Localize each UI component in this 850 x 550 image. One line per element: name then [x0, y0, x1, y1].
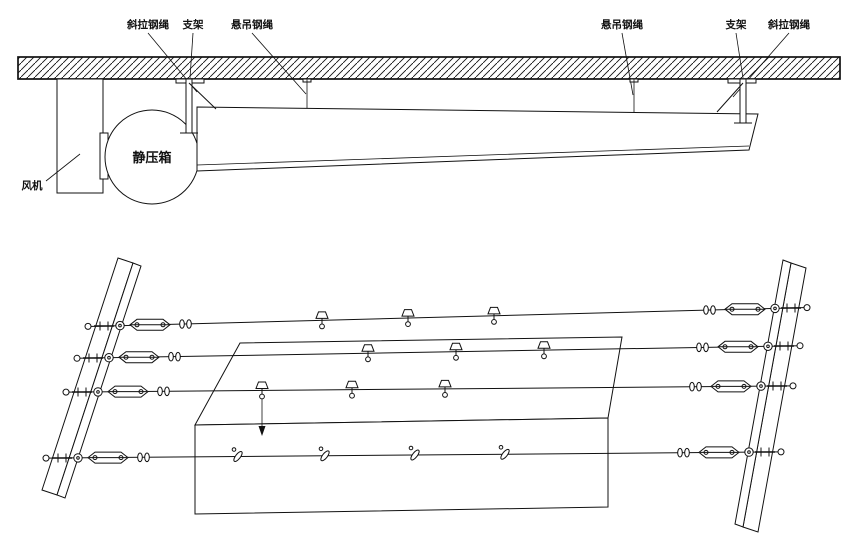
- thimble-right: [763, 341, 773, 351]
- cable-row-1: [84, 302, 811, 332]
- turnbuckle-right: [710, 380, 752, 393]
- thimble-right: [770, 303, 780, 314]
- eye-ring-left: [42, 454, 50, 462]
- callout-suspension-cable-left: 悬吊钢绳: [230, 18, 307, 95]
- fan-box: [56, 78, 104, 194]
- leader-line: [189, 32, 194, 79]
- turnbuckle-right: [717, 340, 759, 353]
- cable-row-2: [73, 340, 804, 364]
- callout-fan: 风机: [22, 153, 81, 192]
- turnbuckle-left: [107, 385, 149, 398]
- bracket-left: [175, 78, 205, 134]
- duct-bottom-seam: [196, 145, 750, 166]
- turnbuckle-right: [698, 446, 740, 459]
- turnbuckle-right: [724, 303, 766, 316]
- eye-ring-left: [62, 388, 70, 396]
- diagonal-cable-right: [716, 82, 744, 113]
- callout-suspension-cable-right: 悬吊钢绳: [600, 18, 643, 96]
- cable-line: [87, 307, 808, 327]
- thimble-left: [73, 453, 83, 463]
- label-bracket-left: 支架: [182, 18, 204, 31]
- side-elevation-view: 斜拉钢绳 支架 悬吊钢绳 悬吊钢绳 支架 斜拉钢绳 风机: [17, 18, 841, 205]
- callout-bracket-left: 支架: [182, 18, 204, 79]
- eye-ring-right: [803, 304, 811, 312]
- thimble-left: [115, 320, 125, 331]
- label-diagonal-cable-left: 斜拉钢绳: [126, 18, 169, 31]
- cable-row-3: [62, 379, 797, 400]
- label-fan: 风机: [22, 179, 43, 192]
- duct-body: [196, 106, 759, 172]
- eye-ring-left: [84, 322, 92, 330]
- left-beam: [41, 257, 142, 499]
- ceiling-slab: [17, 56, 841, 80]
- cable-line: [65, 385, 794, 393]
- leader-line: [735, 32, 744, 79]
- label-plenum: 静压箱: [132, 150, 171, 166]
- duct-box-front-face: [194, 417, 609, 515]
- leader-line: [251, 32, 307, 95]
- eye-ring-right: [777, 448, 785, 456]
- right-beam-flange: [734, 259, 792, 528]
- thimble-right: [744, 447, 754, 457]
- suspension-cable-left: [302, 78, 312, 108]
- eye-ring-right: [789, 382, 797, 390]
- turnbuckle-left: [129, 318, 171, 331]
- thimble-left: [93, 387, 103, 397]
- turnbuckle-left: [87, 451, 129, 464]
- drop-wire-arrow: [258, 399, 266, 436]
- diagonal-cable-left: [188, 82, 217, 110]
- label-diagonal-cable-right: 斜拉钢绳: [767, 18, 810, 31]
- bracket-left-post: [185, 78, 193, 134]
- right-beam: [734, 259, 807, 533]
- label-bracket-right: 支架: [725, 18, 747, 31]
- cable-line: [76, 345, 801, 359]
- isometric-suspension-view: [41, 257, 811, 533]
- leader-line: [45, 153, 81, 182]
- arrowhead: [258, 426, 266, 436]
- thimble-right: [756, 381, 766, 391]
- label-suspension-cable-left: 悬吊钢绳: [230, 18, 273, 31]
- callout-bracket-right: 支架: [725, 18, 747, 79]
- duct-box: [194, 336, 623, 515]
- turnbuckle-left: [118, 351, 160, 364]
- cable-row-4: [42, 445, 785, 464]
- thimble-left: [104, 353, 114, 363]
- bracket-right: [727, 78, 757, 124]
- eye-ring-left: [73, 354, 81, 362]
- suspension-cable-right: [629, 78, 639, 112]
- eye-ring-right: [796, 342, 804, 350]
- leader-line: [621, 32, 634, 96]
- label-suspension-cable-right: 悬吊钢绳: [600, 18, 643, 31]
